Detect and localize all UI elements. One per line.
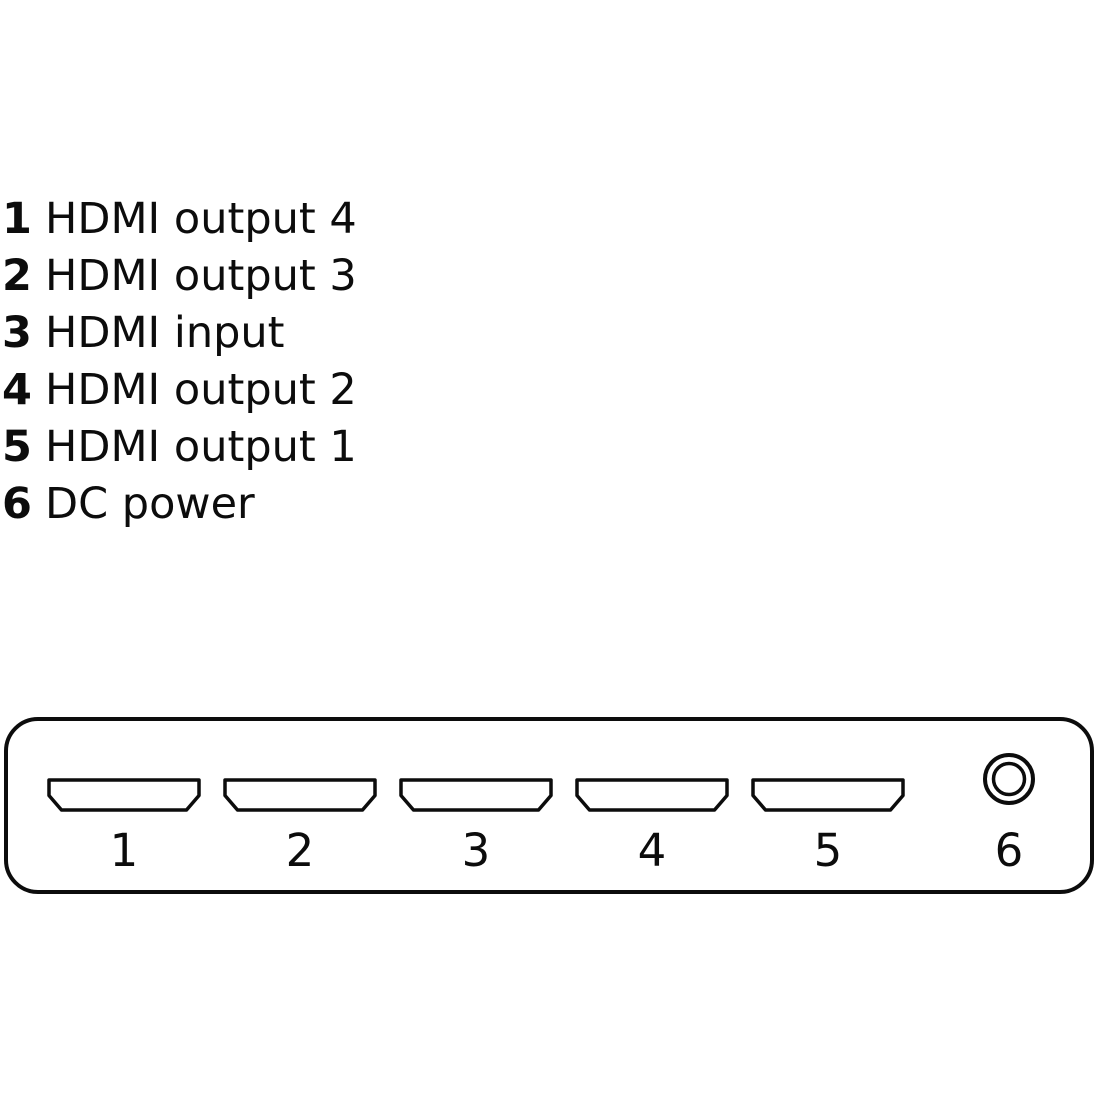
dc-power-jack: 6	[981, 751, 1037, 874]
legend-item-5: 5 HDMI output 1	[2, 419, 357, 476]
legend-item-label: HDMI output 4	[45, 194, 357, 244]
hdmi-port-icon	[751, 778, 905, 812]
legend-item-number: 6	[2, 479, 32, 529]
legend-item-1: 1 HDMI output 4	[2, 191, 357, 248]
legend-item-label: HDMI input	[45, 308, 285, 358]
hdmi-port-3: 3	[398, 777, 554, 874]
legend-item-4: 4 HDMI output 2	[2, 362, 357, 419]
hdmi-port-icon	[575, 778, 729, 812]
hdmi-port-icon	[223, 778, 377, 812]
port-number-label: 2	[285, 824, 315, 877]
legend-item-number: 1	[2, 194, 32, 244]
legend-item-label: HDMI output 3	[45, 251, 357, 301]
port-number-label: 3	[461, 824, 491, 877]
port-number-label: 5	[813, 824, 843, 877]
connector-legend: 1 HDMI output 4 2 HDMI output 3 3 HDMI i…	[2, 191, 357, 533]
legend-item-label: DC power	[45, 479, 255, 529]
legend-item-number: 4	[2, 365, 32, 415]
port-number-label: 6	[994, 824, 1024, 877]
dc-power-jack-icon	[983, 753, 1035, 805]
legend-item-number: 2	[2, 251, 32, 301]
port-number-label: 1	[109, 824, 139, 877]
legend-item-label: HDMI output 1	[45, 422, 357, 472]
legend-item-number: 5	[2, 422, 32, 472]
legend-item-2: 2 HDMI output 3	[2, 248, 357, 305]
legend-item-6: 6 DC power	[2, 476, 357, 533]
legend-item-number: 3	[2, 308, 32, 358]
hdmi-port-4: 4	[574, 777, 730, 874]
hdmi-port-2: 2	[222, 777, 378, 874]
legend-item-3: 3 HDMI input	[2, 305, 357, 362]
port-number-label: 4	[637, 824, 667, 877]
hdmi-port-1: 1	[46, 777, 202, 874]
hdmi-port-icon	[47, 778, 201, 812]
legend-item-label: HDMI output 2	[45, 365, 357, 415]
hdmi-port-icon	[399, 778, 553, 812]
hdmi-port-5: 5	[750, 777, 906, 874]
